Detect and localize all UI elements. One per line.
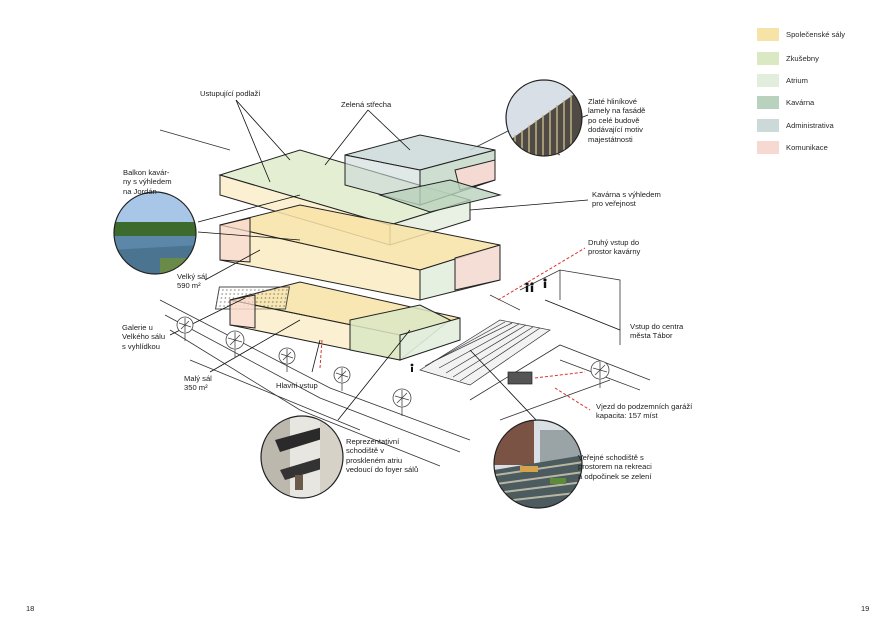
legend-swatch — [757, 52, 779, 65]
legend-item-kavarna: Kavárna — [757, 96, 887, 110]
page-number-right: 19 — [861, 604, 870, 613]
people-icons — [410, 278, 547, 372]
photo-facade-lamellas — [505, 79, 583, 157]
photo-lake-view — [113, 191, 197, 275]
label-vstup-centra: Vstup do centra města Tábor — [630, 322, 684, 341]
legend-swatch — [757, 74, 779, 87]
photo-atrium-staircase — [260, 415, 344, 499]
page-number-left: 18 — [26, 604, 35, 613]
label-druhy-vstup: Druhý vstup do prostor kavárny — [588, 238, 641, 257]
label-zlate-lamely: Zlaté hliníkové lamely na fasádě po celé… — [588, 97, 646, 144]
legend-swatch — [757, 28, 779, 41]
legend-label: Administrativa — [786, 121, 834, 130]
label-kavarna-vyhled: Kavárna s výhledem pro veřejnost — [592, 190, 661, 209]
legend-item-administrativa: Administrativa — [757, 119, 887, 133]
legend-swatch — [757, 96, 779, 109]
label-zelena-strecha: Zelená střecha — [341, 100, 392, 109]
legend-label: Atrium — [786, 76, 808, 85]
label-velky-sal: Velký sál 590 m² — [177, 272, 207, 291]
label-reprezentativni: Reprezentativní schodiště v proskleném a… — [346, 437, 419, 475]
legend-item-atrium: Atrium — [757, 74, 887, 88]
photo-public-steps — [493, 419, 583, 509]
label-balkon-kavarny: Balkon kavár- ny s výhledem na Jordán — [123, 168, 172, 196]
site-context-lines — [159, 129, 651, 467]
label-maly-sal: Malý sál 350 m² — [184, 374, 212, 393]
legend-label: Komunikace — [786, 143, 828, 152]
entrance-arrows — [319, 247, 591, 411]
legend-swatch — [757, 119, 779, 132]
label-galerie: Galerie u Velkého sálu s vyhlídkou — [122, 323, 166, 351]
public-staircase — [419, 294, 551, 386]
tree-icons — [176, 316, 610, 416]
leader-lines — [169, 99, 621, 441]
legend-label: Zkušebny — [786, 54, 819, 63]
middle-floor-volume — [219, 179, 502, 301]
legend-swatch — [757, 141, 779, 154]
legend-item-spolecenske-saly: Společenské sály — [757, 28, 887, 42]
ground-floor-volume — [214, 281, 461, 361]
legend-label: Společenské sály — [786, 30, 846, 39]
legend-item-zkusebny: Zkušebny — [757, 52, 887, 66]
label-hlavni-vstup: Hlavní vstup — [276, 381, 318, 390]
legend-label: Kavárna — [786, 98, 815, 107]
label-verejne-schodiste: Veřejné schodiště s prostorem na rekreac… — [578, 453, 652, 481]
label-vjezd-garaze: Vjezd do podzemních garáží kapacita: 157… — [596, 402, 693, 421]
legend-item-komunikace: Komunikace — [757, 141, 887, 155]
label-ustupujici-podlazi: Ustupující podlaží — [200, 89, 261, 98]
